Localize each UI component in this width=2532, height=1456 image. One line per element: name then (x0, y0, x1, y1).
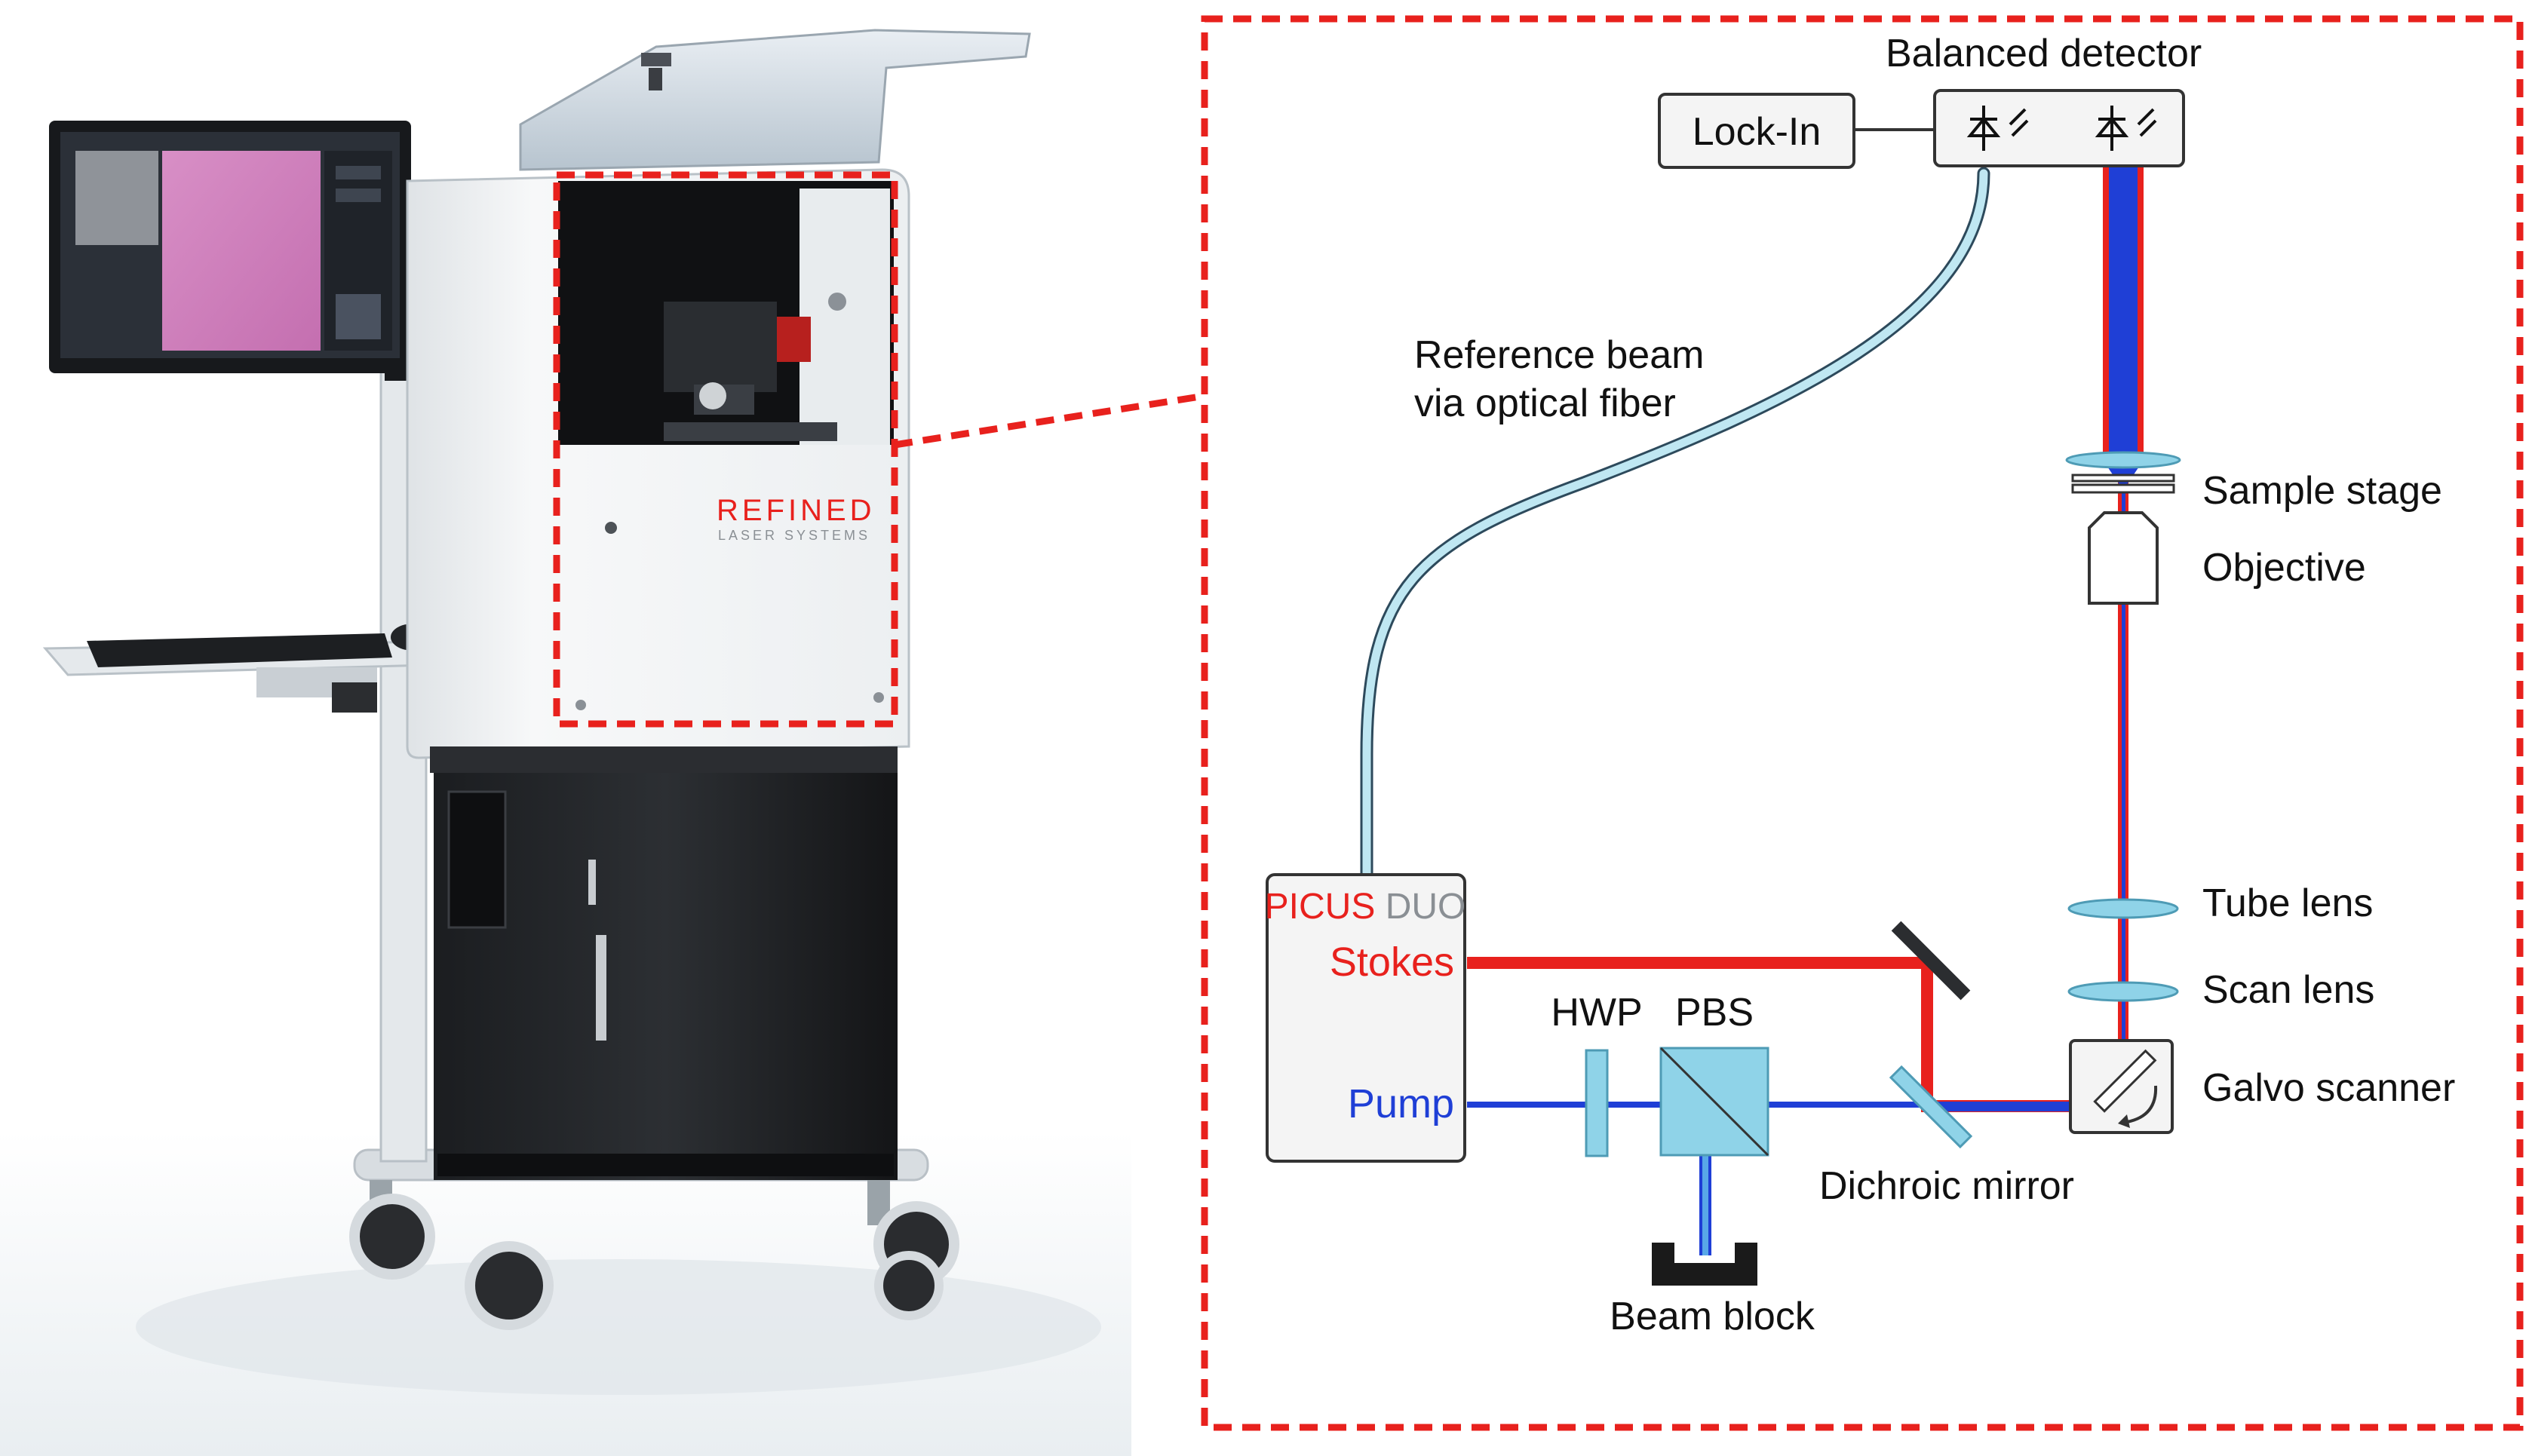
monitor (49, 121, 415, 381)
instrument-lid (519, 29, 1031, 171)
photo-highlight-box (553, 171, 898, 728)
objective-label: Objective (2202, 546, 2366, 590)
balanced-detector-label: Balanced detector (1886, 32, 2202, 75)
floor-reflection (136, 1259, 1101, 1395)
instrument-body: REFINED LASER SYSTEMS (406, 168, 910, 759)
dichroic-mirror (1889, 1065, 1973, 1149)
schematic-frame (1201, 15, 2524, 1431)
balanced-detector (1933, 89, 2185, 167)
photodiode-icon (2095, 106, 2157, 151)
galvo-scanner (2069, 1039, 2174, 1134)
sample-stage-label: Sample stage (2202, 469, 2442, 513)
beam-block (1652, 1243, 1757, 1286)
highlight-connector (894, 392, 1205, 449)
status-led (605, 522, 617, 534)
rotation-arrow-icon (2126, 1085, 2158, 1123)
lock-in-label: Lock-In (1693, 110, 1822, 154)
folding-mirror (1891, 921, 1971, 1001)
wheel (349, 1194, 435, 1280)
scan-lens-label: Scan lens (2202, 968, 2374, 1012)
stokes-label: Stokes (1330, 940, 1454, 985)
laser-name: PICUS DUO (1265, 887, 1466, 927)
scan-lens (2067, 981, 2179, 1002)
polarizing-beam-splitter (1659, 1047, 1769, 1157)
hwp-label: HWP (1551, 991, 1642, 1035)
laser-source-box (1266, 873, 1466, 1163)
reference-beam-label-line2: via optical fiber (1414, 382, 1676, 425)
pbs-label: PBS (1675, 991, 1754, 1035)
brand-logo-line1: REFINED (717, 494, 876, 527)
objective (2088, 511, 2159, 605)
wheel (874, 1251, 944, 1320)
wheel (465, 1241, 554, 1330)
condenser-lens (2065, 451, 2181, 469)
optical-schematic: Balanced detector Lock-In Reference beam… (1201, 15, 2524, 1431)
sample-stage (2071, 483, 2175, 494)
photodiode-icon (1966, 106, 2029, 151)
laser-name-part1: PICUS (1265, 887, 1376, 927)
galvo-scanner-label: Galvo scanner (2202, 1066, 2455, 1110)
tube-lens (2067, 898, 2179, 919)
brand-logo-line2: LASER SYSTEMS (718, 528, 870, 543)
pump-label: Pump (1348, 1081, 1454, 1126)
dichroic-mirror-label: Dichroic mirror (1819, 1164, 2074, 1208)
electronics-cabinet (430, 746, 898, 1180)
beam-block-label: Beam block (1610, 1295, 1815, 1338)
half-wave-plate (1585, 1049, 1609, 1157)
tube-lens-label: Tube lens (2202, 881, 2373, 925)
instrument-photo: REFINED LASER SYSTEMS (0, 29, 1205, 1456)
laser-name-part2: DUO (1386, 887, 1466, 927)
reference-beam-label-line1: Reference beam (1414, 333, 1704, 377)
